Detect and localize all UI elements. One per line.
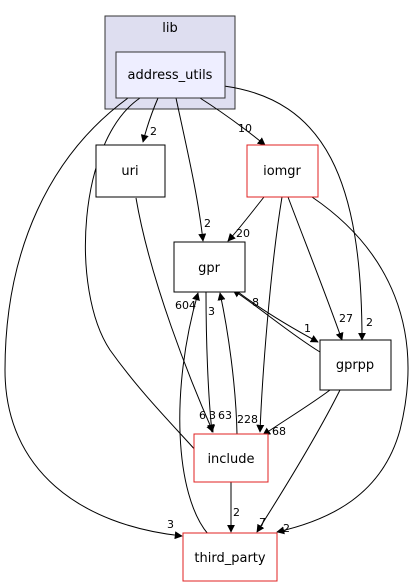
edge-label-iomgr-gprpp: 27 (339, 312, 353, 325)
edge-gprpp-third_party (256, 389, 341, 533)
edge-label-address_utils-uri: 2 (150, 125, 157, 138)
edge-address_utils-uri (140, 97, 159, 143)
edge-label-address_utils-gprpp: 2 (366, 316, 373, 329)
node-include-label: include (207, 452, 254, 467)
edge-label-gpr-gprpp: 1 (304, 322, 311, 335)
edge-gpr-include (205, 291, 216, 433)
cluster-lib-label: lib (162, 21, 177, 36)
node-third_party-box (182, 532, 278, 582)
node-uri-label: uri (121, 164, 138, 179)
node-uri[interactable]: uri (95, 144, 166, 198)
edge-third_party-gpr (179, 292, 209, 535)
node-iomgr[interactable]: iomgr (246, 144, 319, 198)
edge-label-gprpp-include: 68 (272, 425, 286, 438)
node-gprpp-label: gprpp (336, 358, 374, 373)
edge-label-address_utils-include: 6 (199, 409, 206, 422)
node-gpr[interactable]: gpr (173, 241, 246, 293)
edge-label-address_utils-third_party: 3 (167, 518, 174, 531)
node-address_utils[interactable]: address_utils (115, 51, 226, 99)
edge-uri-include (135, 197, 214, 433)
node-iomgr-label: iomgr (263, 164, 301, 179)
edge-label-gprpp-gpr: 8 (252, 296, 259, 309)
edge-label-address_utils-gpr: 2 (204, 217, 211, 230)
edge-label-third_party-gpr: 604 (175, 299, 196, 312)
node-include[interactable]: include (193, 433, 269, 483)
edge-address_utils-gpr (175, 97, 207, 242)
node-address_utils-box (115, 51, 226, 99)
edge-label-include-gpr: 3 (208, 305, 215, 318)
node-third_party[interactable]: third_party (182, 532, 278, 582)
node-gpr-box (173, 241, 246, 293)
edge-gpr-gprpp (237, 291, 319, 343)
edge-address_utils-third_party (4, 97, 183, 540)
edge-label-iomgr-include: 228 (237, 413, 258, 426)
edge-label-gpr-include: 63 (218, 409, 232, 422)
edge-include-gpr (217, 292, 238, 435)
edge-iomgr-include (256, 196, 283, 433)
edge-label-iomgr-third_party: 2 (283, 522, 290, 535)
edge-gprpp-gpr (232, 289, 321, 353)
edge-address_utils-iomgr (199, 97, 266, 146)
node-address_utils-label: address_utils (128, 68, 213, 83)
edge-iomgr-third_party (276, 196, 409, 535)
node-gpr-label: gpr (198, 261, 221, 276)
edge-iomgr-gprpp (287, 196, 344, 341)
node-gprpp-box (319, 339, 392, 391)
edge-iomgr-gpr (227, 196, 265, 242)
edge-label-uri-include: 3 (209, 409, 216, 422)
node-include-box (193, 433, 269, 483)
edge-label-gprpp-third_party: 7 (259, 516, 266, 529)
node-gprpp[interactable]: gprpp (319, 339, 392, 391)
node-third_party-label: third_party (194, 551, 265, 566)
edge-label-address_utils-iomgr: 10 (238, 122, 252, 135)
node-uri-box (95, 144, 166, 198)
node-iomgr-box (246, 144, 319, 198)
edge-address_utils-gprpp (223, 85, 366, 341)
edge-label-include-third_party: 2 (233, 506, 240, 519)
edge-label-iomgr-gpr: 20 (236, 227, 250, 240)
edge-gprpp-include (262, 389, 331, 436)
